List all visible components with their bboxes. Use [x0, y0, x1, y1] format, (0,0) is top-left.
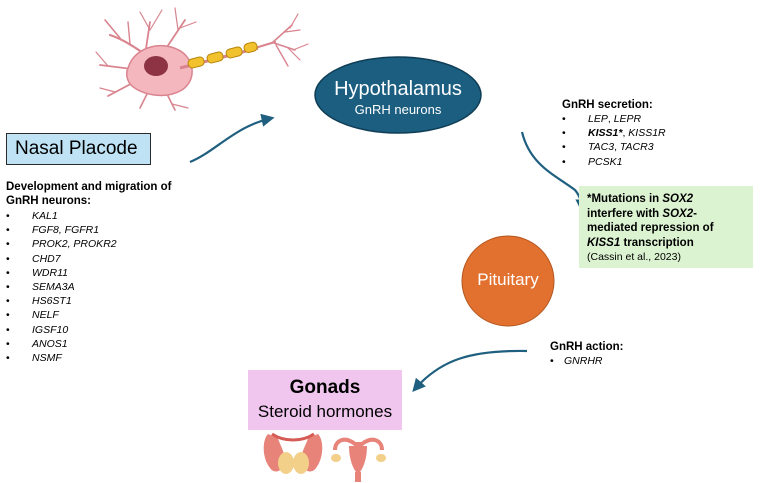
list-item: •GNRHR	[550, 355, 603, 367]
hypothalamus-node	[314, 56, 482, 134]
action-heading: GnRH action:	[550, 341, 624, 353]
pituitary-node	[461, 235, 555, 327]
list-item: •ANOS1	[6, 337, 68, 350]
gonads-box	[248, 370, 402, 430]
list-item: •IGSF10	[6, 323, 69, 336]
male-reproductive-icon	[263, 432, 323, 474]
list-item: •LEP, LEPR	[562, 113, 642, 125]
development-gene-list: •KAL1 •FGF8, FGFR1 •PROK2, PROKR2 •CHD7 …	[6, 209, 172, 365]
mutation-note-citation: (Cassin et al., 2023)	[587, 251, 681, 263]
gonads-title: Gonads	[289, 377, 361, 398]
list-item: •KAL1	[6, 210, 58, 222]
action-gene-list: •GNRHR	[550, 354, 623, 368]
secretion-section: GnRH secretion: •LEP, LEPR •KISS1*, KISS…	[562, 98, 666, 169]
mutation-note-line3: mediated repression of	[587, 222, 714, 234]
gonads-subtitle: Steroid hormones	[257, 402, 393, 421]
hypothalamus-subtitle: GnRH neurons	[354, 102, 442, 117]
list-item: •NELF	[6, 309, 59, 322]
development-heading-line1: Development and migration of	[6, 181, 172, 193]
mutation-note-line4: KISS1 transcription	[587, 236, 694, 249]
list-item: •SEMA3A	[6, 281, 75, 294]
hypothalamus-title: Hypothalamus	[334, 78, 462, 100]
pituitary-label: Pituitary	[477, 270, 539, 289]
neuron-nucleus	[144, 56, 168, 76]
myelin-sheath	[187, 41, 258, 69]
list-item: •FGF8, FGFR1	[6, 224, 100, 237]
list-item: •CHD7	[6, 252, 61, 265]
arrow-pituitary-to-gonads	[412, 349, 528, 392]
mutation-note-box: *Mutations in SOX2 interfere with SOX2- …	[579, 186, 753, 268]
list-item: •KISS1*, KISS1R	[562, 127, 666, 140]
mutation-note-line2: interfere with SOX2-	[587, 207, 697, 220]
secretion-heading: GnRH secretion:	[562, 99, 653, 111]
list-item: •PCSK1	[562, 155, 623, 168]
development-heading-line2: GnRH neurons:	[6, 195, 91, 207]
action-section: GnRH action: •GNRHR	[550, 340, 623, 368]
list-item: •TAC3, TACR3	[562, 141, 654, 154]
nasal-placode-box: Nasal Placode	[6, 133, 151, 165]
mutation-note-line1: *Mutations in SOX2	[587, 193, 694, 205]
arrow-nasal-to-hypothalamus	[189, 113, 275, 164]
list-item: •HS6ST1	[6, 295, 72, 308]
list-item: •PROK2, PROKR2	[6, 238, 117, 251]
secretion-gene-list: •LEP, LEPR •KISS1*, KISS1R •TAC3, TACR3 …	[562, 112, 666, 169]
list-item: •NSMF	[6, 352, 62, 365]
development-section: Development and migration of GnRH neuron…	[6, 180, 172, 365]
list-item: •WDR11	[6, 266, 68, 279]
female-reproductive-icon	[331, 437, 386, 482]
